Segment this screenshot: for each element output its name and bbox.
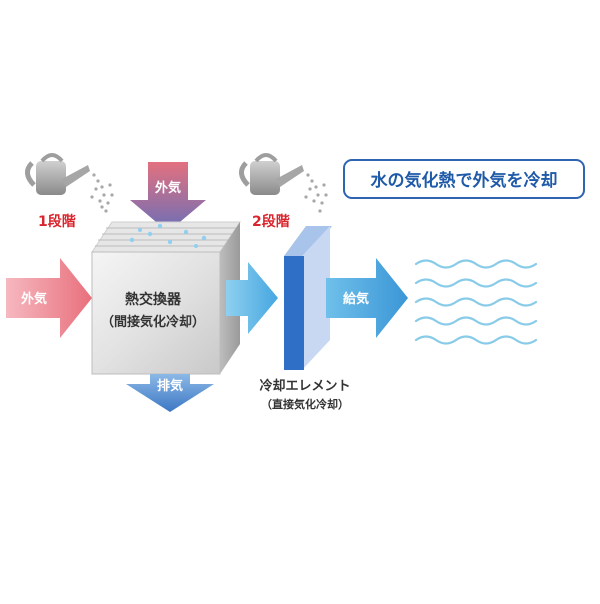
heat-exchanger-name: 熱交換器 xyxy=(125,291,182,308)
supply-air-label: 給気 xyxy=(343,291,369,307)
stage2-label: 2段階 xyxy=(252,213,290,230)
cooling-element-panel xyxy=(284,226,332,370)
outside-air-top-arrow xyxy=(130,162,206,232)
cooled-air-arrow xyxy=(226,262,278,334)
outside-air-left-arrow xyxy=(6,258,92,338)
cooling-element-method: （直接気化冷却） xyxy=(261,397,349,411)
watering-can-icon xyxy=(239,153,328,213)
supply-air-arrow xyxy=(326,258,408,338)
cooling-element-name: 冷却エレメント xyxy=(259,378,350,394)
heat-exchanger-method: （間接気化冷却） xyxy=(101,314,205,330)
stage1-label: 1段階 xyxy=(38,213,76,230)
title-box xyxy=(343,159,585,199)
wavy-air-icon xyxy=(414,259,538,345)
exhaust-arrow xyxy=(126,374,214,412)
watering-can-icon xyxy=(25,153,114,213)
outside-air-left-label: 外気 xyxy=(20,291,47,307)
title-text: 水の気化熱で外気を冷却 xyxy=(371,170,558,191)
outside-air-top-label: 外気 xyxy=(154,180,181,196)
heat-exchanger-cube xyxy=(91,221,241,375)
exhaust-label: 排気 xyxy=(157,378,183,394)
